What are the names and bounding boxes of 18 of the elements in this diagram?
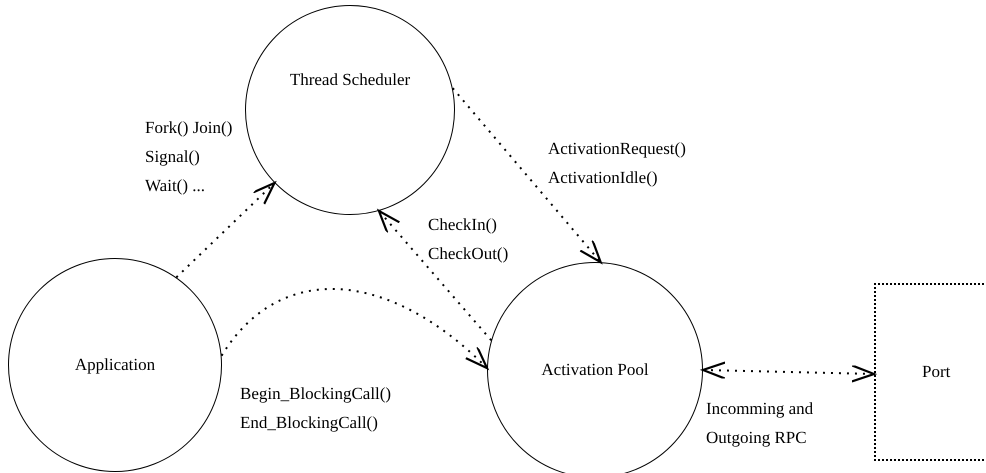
thread-scheduler-circle — [245, 5, 455, 215]
dotted-arrow — [702, 361, 876, 383]
activation-pool-circle — [487, 262, 703, 473]
dotted-arrow — [176, 182, 276, 278]
application-circle — [8, 258, 222, 472]
dotted-arrow — [220, 288, 488, 370]
edge-label: Incomming and Outgoing RPC — [706, 398, 814, 449]
dotted-arrow — [452, 88, 602, 264]
node-label: Activation Pool — [541, 360, 649, 380]
node-label: Port — [922, 362, 950, 382]
node-label: Thread Scheduler — [290, 70, 410, 90]
port-box — [874, 283, 986, 461]
edge-label: ActivationRequest() ActivationIdle() — [548, 138, 687, 189]
edge-label: CheckIn() CheckOut() — [428, 214, 510, 265]
dotted-arrow — [378, 210, 492, 341]
node-label: Application — [74, 355, 156, 375]
edge-label: Fork() Join() Signal() Wait() ... — [145, 117, 234, 197]
edge-label: Begin_BlockingCall() End_BlockingCall() — [240, 383, 392, 434]
